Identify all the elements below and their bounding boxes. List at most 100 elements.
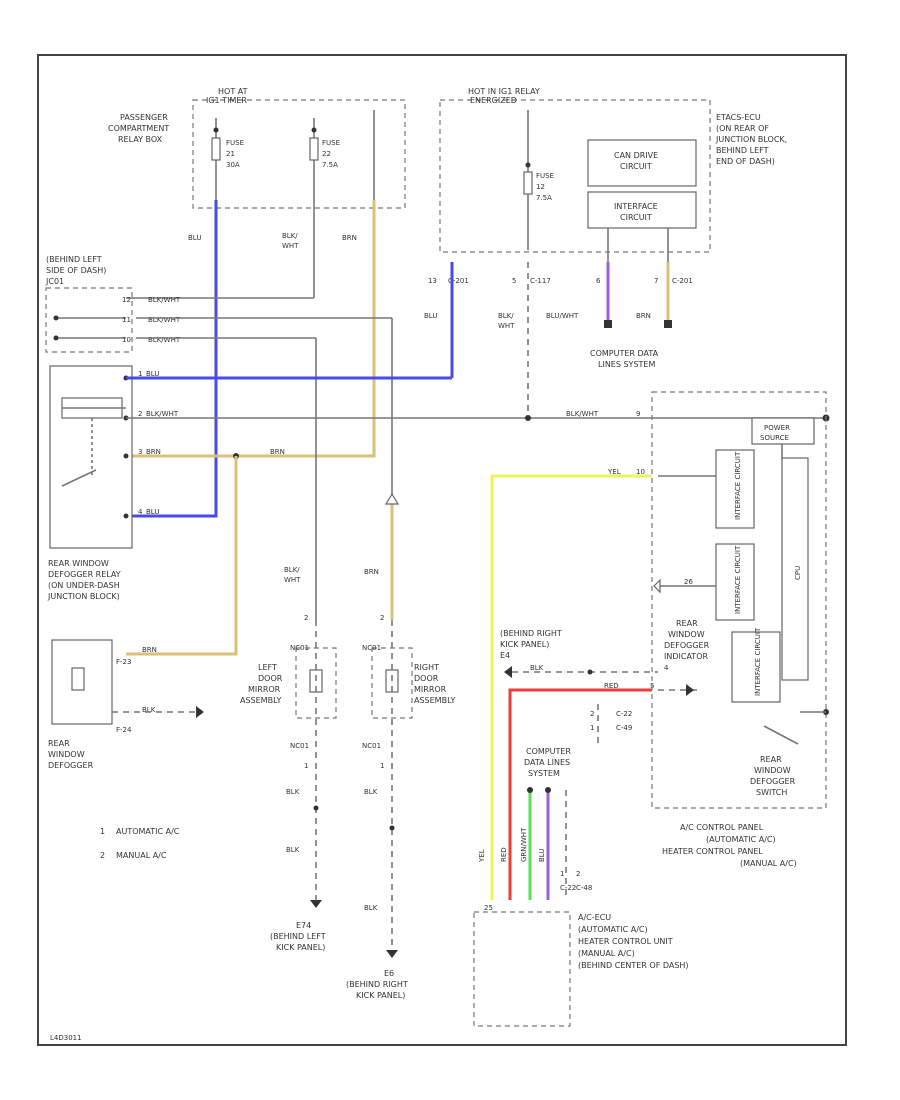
- fuse-22-num: 22: [322, 150, 331, 158]
- power-source-box: [751, 417, 815, 445]
- ac-ecu-label-4: (MANUAL A/C): [578, 949, 635, 958]
- indicator-label-1: REAR: [676, 619, 698, 628]
- etacs-label-5: END OF DASH): [716, 157, 775, 166]
- etacs-label-1: ETACS-ECU: [716, 113, 761, 122]
- wire-bluwht: BLU/WHT: [546, 312, 579, 320]
- passenger-box-label-3: RELAY BOX: [118, 135, 163, 144]
- computer-data-lines-label-1: COMPUTER DATA: [590, 349, 659, 358]
- relay-label-2: DEFOGGER RELAY: [48, 570, 121, 579]
- wire-blkwht-top-1: BLK/: [282, 232, 298, 240]
- etacs-label-4: BEHIND LEFT: [716, 146, 769, 155]
- relay-pin-4-node: [123, 513, 129, 519]
- relay-label-1: REAR WINDOW: [48, 559, 109, 568]
- relay-pin-2: 2: [138, 410, 142, 418]
- pin-9-right: 9: [636, 410, 640, 418]
- grn-wire-end: [527, 787, 533, 793]
- jc01-pin-10: 10: [122, 336, 131, 344]
- right-wire-blk-2: BLK: [364, 904, 378, 912]
- left-ground-symbol: [310, 900, 322, 908]
- grnwht-vertical-label: GRN/WHT: [520, 827, 528, 862]
- ac-panel-label-1: A/C CONTROL PANEL: [680, 823, 764, 832]
- wire-brn-low: BRN: [364, 568, 379, 576]
- jc01-label-2: SIDE OF DASH): [46, 266, 106, 275]
- jc01-box: [45, 287, 133, 353]
- right-ground-symbol: [386, 950, 398, 958]
- interface-v2: [715, 543, 755, 621]
- right-mirror-connector: [384, 492, 400, 505]
- can-drive-circuit: [587, 139, 697, 187]
- indicator-arrow: [653, 578, 661, 594]
- kick-label-2: KICK PANEL): [500, 640, 549, 649]
- passenger-box-label-1: PASSENGER: [120, 113, 168, 122]
- hot-at-sub-label: IG1 TIMER: [206, 96, 247, 105]
- fuse-21-num: 21: [226, 150, 235, 158]
- interface-top-label-1: INTERFACE: [614, 202, 658, 211]
- relay-pin-3: 3: [138, 448, 142, 456]
- wire-brn-mid: BRN: [636, 312, 651, 320]
- left-ground-label-1: E74: [296, 921, 311, 930]
- right-ground-label-1: E6: [384, 969, 394, 978]
- left-pin-top: 2: [304, 614, 308, 622]
- left-pin-bot: 1: [304, 762, 308, 770]
- right-mirror-label-1: RIGHT: [414, 663, 439, 672]
- right-pin-bot: 1: [380, 762, 384, 770]
- conn-c49-label: C-49: [616, 724, 632, 732]
- fuse-12-num: 12: [536, 183, 545, 191]
- indicator-led: [686, 684, 694, 696]
- fuse-22: [309, 137, 319, 161]
- bottom-pin-2: 2: [576, 870, 580, 878]
- relay-wire-2: BLK/WHT: [146, 410, 179, 418]
- right-mirror-label-2: DOOR: [414, 674, 439, 683]
- left-ground-label-3: KICK PANEL): [276, 943, 325, 952]
- wire-blu-mid: BLU: [424, 312, 437, 320]
- comp-data-low-2: DATA LINES: [524, 758, 570, 767]
- brn-wire-ig: [126, 200, 376, 458]
- ac-ecu-label-5: (BEHIND CENTER OF DASH): [578, 961, 689, 970]
- blu-wire-fuse21: [126, 200, 218, 518]
- left-wire-blk-2: BLK: [286, 846, 300, 854]
- kick-label-3: E4: [500, 651, 510, 660]
- conn-c22-label: C-22: [616, 710, 632, 718]
- etacs-ecu-box: [439, 99, 711, 253]
- jc01-wire-a: BLK/WHT: [148, 296, 181, 304]
- pin-1-label: 1: [590, 724, 594, 732]
- relay-contact: [61, 469, 97, 487]
- kick-node: [587, 669, 593, 675]
- diagram-frame: [37, 54, 847, 1046]
- relay-pin-3-node: [123, 453, 129, 459]
- jc01-node-1: [53, 315, 59, 321]
- blu-wire-end: [545, 787, 551, 793]
- relay-wire-3: BRN: [146, 448, 161, 456]
- relay-wire-blkwht-long: BLK/WHT: [566, 410, 599, 418]
- jc01-label-1: (BEHIND LEFT: [46, 255, 102, 264]
- passenger-box-label-2: COMPARTMENT: [108, 124, 169, 133]
- wire-blkwht-low-2: WHT: [284, 576, 301, 584]
- def-wire-brn: BRN: [142, 646, 157, 654]
- pin-5: 5: [512, 277, 516, 285]
- interface-v1-label: INTERFACE CIRCUIT: [734, 451, 742, 520]
- left-ground-label-2: (BEHIND LEFT: [270, 932, 326, 941]
- defogger-ground: [196, 706, 204, 718]
- fuse-22-amp: 7.5A: [322, 161, 338, 169]
- jc01-pin-11: 11: [122, 316, 131, 324]
- power-source-label-1: POWER: [764, 424, 790, 432]
- red-wire-label: RED: [604, 682, 619, 690]
- fuse-12-label: FUSE: [536, 172, 554, 180]
- ac-panel-label-2: (AUTOMATIC A/C): [706, 835, 776, 844]
- yel-vertical-label: YEL: [478, 849, 486, 863]
- can-drive-label-2: CIRCUIT: [620, 162, 652, 171]
- indicator-label-2: WINDOW: [668, 630, 705, 639]
- ac-ecu-pin: 25: [484, 904, 493, 912]
- kick-label-1: (BEHIND RIGHT: [500, 629, 562, 638]
- right-ground-node: [389, 825, 395, 831]
- legend-2-num: 2: [100, 851, 105, 860]
- relay-label-4: JUNCTION BLOCK): [47, 592, 120, 601]
- bottom-pin-1: 1: [560, 870, 564, 878]
- hot-in-relay-sub-label: ENERGIZED: [470, 96, 517, 105]
- red-vertical-label: RED: [500, 847, 508, 862]
- indicator-label-3: DEFOGGER: [664, 641, 710, 650]
- jc01-wire-b: BLK/WHT: [148, 316, 181, 324]
- ac-ecu-label-1: A/C-ECU: [578, 913, 611, 922]
- bottom-conn-c22: C-22: [560, 884, 576, 892]
- interface-v3: [731, 631, 781, 703]
